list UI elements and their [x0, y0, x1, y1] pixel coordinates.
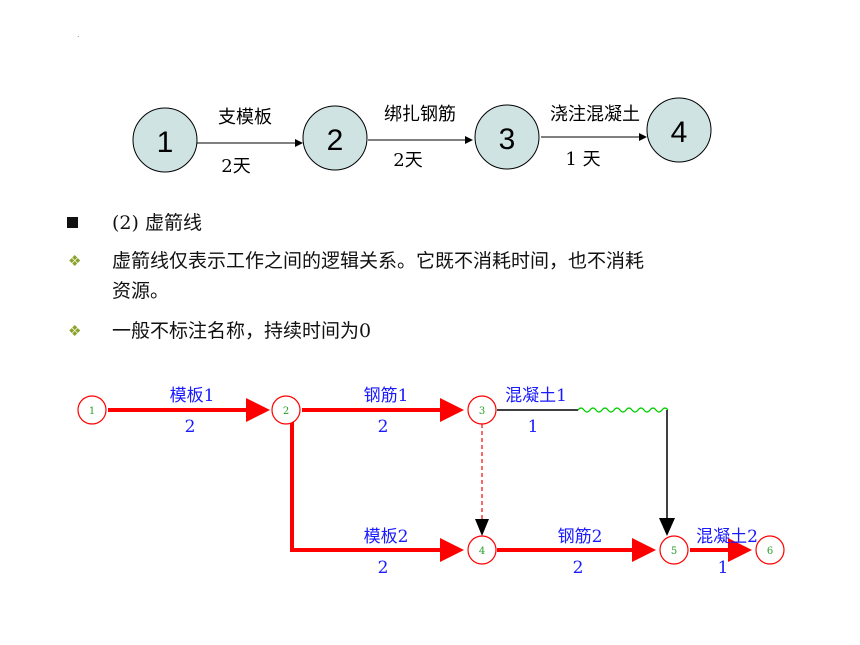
net-activity-6-name: 混凝土2: [696, 527, 758, 547]
net-node-2: 2: [271, 395, 301, 425]
net-edge-3-5-arrowhead: [659, 518, 675, 536]
net-activity-3-duration: 1: [528, 417, 539, 437]
net-activity-4-name: 模板2: [364, 527, 409, 547]
top-node-3: 3: [474, 104, 540, 170]
top-node-1: 1: [132, 107, 198, 173]
stray-dot: .: [77, 30, 80, 39]
top-node-1-label: 1: [157, 126, 174, 159]
top-task-2-duration: 2天: [393, 150, 422, 171]
top-task-3-name: 浇注混凝土: [550, 104, 640, 125]
top-node-4-label: 4: [671, 116, 688, 149]
net-edge-2-4: [290, 422, 464, 562]
diamond-bullet-icon: ❖: [68, 252, 82, 270]
net-activity-5-name: 钢筋2: [558, 527, 603, 547]
square-bullet-icon: [67, 217, 78, 228]
top-task-3-duration: 1 天: [565, 149, 600, 170]
network-diagram: 1 2 3 4 5 6 模板1 2 钢筋1 2 混凝土1 1 模板2 2 钢: [77, 386, 785, 578]
top-task-1-duration: 2天: [221, 156, 250, 177]
net-node-5: 5: [659, 535, 689, 565]
net-dummy-arrowhead: [475, 519, 489, 536]
bullet-1-line-1: 虚箭线仅表示工作之间的逻辑关系。它既不消耗时间，也不消耗: [112, 250, 645, 272]
net-activity-6-duration: 1: [718, 558, 729, 578]
top-node-2-label: 2: [327, 124, 344, 157]
net-node-4: 4: [467, 535, 497, 565]
net-node-4-label: 4: [479, 546, 485, 557]
net-activity-3-name: 混凝土1: [505, 386, 567, 406]
net-activity-5-duration: 2: [573, 558, 584, 578]
net-activity-1-name: 模板1: [170, 386, 215, 406]
net-activity-2-name: 钢筋1: [364, 386, 409, 406]
net-activity-2-duration: 2: [378, 417, 389, 437]
top-node-3-label: 3: [499, 123, 516, 156]
net-node-3: 3: [467, 395, 497, 425]
section-heading: (2) 虚箭线: [112, 212, 202, 234]
net-activity-4-duration: 2: [378, 558, 389, 578]
net-node-1-label: 1: [89, 406, 95, 417]
net-node-6: 6: [755, 535, 785, 565]
diamond-bullet-icon: ❖: [68, 322, 82, 340]
bullet-2: 一般不标注名称，持续时间为0: [112, 320, 372, 342]
top-task-1-name: 支模板: [218, 107, 272, 128]
top-node-4: 4: [646, 97, 712, 163]
bullet-1-line-2: 资源。: [112, 280, 170, 302]
net-node-1: 1: [77, 395, 107, 425]
net-node-3-label: 3: [479, 406, 485, 417]
net-edge-3-5-wave: [577, 407, 669, 413]
top-task-2-name: 绑扎钢筋: [384, 104, 456, 125]
net-node-2-label: 2: [283, 406, 289, 417]
top-node-2: 2: [302, 105, 368, 171]
net-node-6-label: 6: [767, 546, 773, 557]
net-node-5-label: 5: [671, 546, 677, 557]
net-activity-1-duration: 2: [185, 417, 196, 437]
